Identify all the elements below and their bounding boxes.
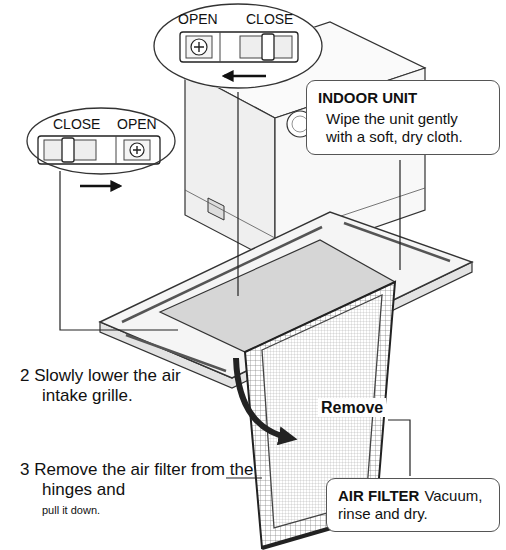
unit-body-part	[208, 198, 224, 220]
switch-icon-part	[224, 75, 266, 77]
leader-line-part	[388, 420, 410, 476]
switch-icon-part	[191, 39, 207, 55]
switch-icon-part	[133, 146, 141, 154]
box-heading: AIR FILTER	[338, 487, 419, 504]
care-note-box: AIR FILTERVacuum, rinse and dry.	[326, 478, 500, 532]
leader-line-part	[237, 92, 238, 296]
step-text: 2 Slowly lower the air intake grille.	[20, 366, 200, 407]
switch-icon-part	[262, 34, 274, 60]
motion-arrow	[236, 358, 290, 438]
circle-outline	[154, 4, 322, 88]
zoom-circle-ground-part	[153, 3, 323, 89]
leader-line-part	[399, 160, 400, 270]
switch-label: CLOSE	[246, 11, 293, 28]
switch-icon-part	[220, 32, 221, 62]
step-text: pull it down.	[42, 504, 100, 517]
box-heading: INDOOR UNIT	[318, 89, 488, 107]
switch-icon	[38, 32, 298, 186]
zoom-circle: OPEN CLOSE	[153, 3, 323, 89]
switch-icon-part	[186, 36, 212, 58]
switch-label: OPEN	[178, 11, 218, 28]
zoom-circle-ground	[26, 3, 323, 175]
switch-icon-part	[38, 136, 160, 164]
switch-label: OPEN	[117, 116, 157, 133]
switch-icon-part	[116, 136, 117, 164]
switch-icon-part	[80, 185, 120, 187]
switch-icon-part	[194, 42, 204, 52]
ceiling-panel-part	[344, 223, 450, 261]
switch-icon-part	[62, 138, 74, 162]
box-body: Wipe the unit gently with a soft, dry cl…	[318, 110, 488, 146]
switch-icon-part	[124, 140, 150, 160]
unit-body-part	[185, 190, 275, 238]
switch-icon-part	[130, 143, 144, 157]
switch-label: CLOSE	[53, 116, 100, 133]
action-label: Remove	[318, 398, 386, 417]
zoom-circle-ground-part	[26, 107, 176, 175]
step-text: 3 Remove the air filter from the hinges …	[20, 460, 272, 501]
motion-arrow-part	[236, 358, 290, 438]
unit-body-part	[185, 70, 275, 262]
zoom-circle: CLOSE OPEN	[26, 107, 176, 175]
leader-line-part	[60, 171, 178, 330]
circle-outline	[27, 108, 175, 174]
ceiling-panel-part	[126, 335, 226, 371]
switch-icon-part	[180, 32, 298, 62]
care-note-box: INDOOR UNIT Wipe the unit gently with a s…	[306, 80, 500, 155]
